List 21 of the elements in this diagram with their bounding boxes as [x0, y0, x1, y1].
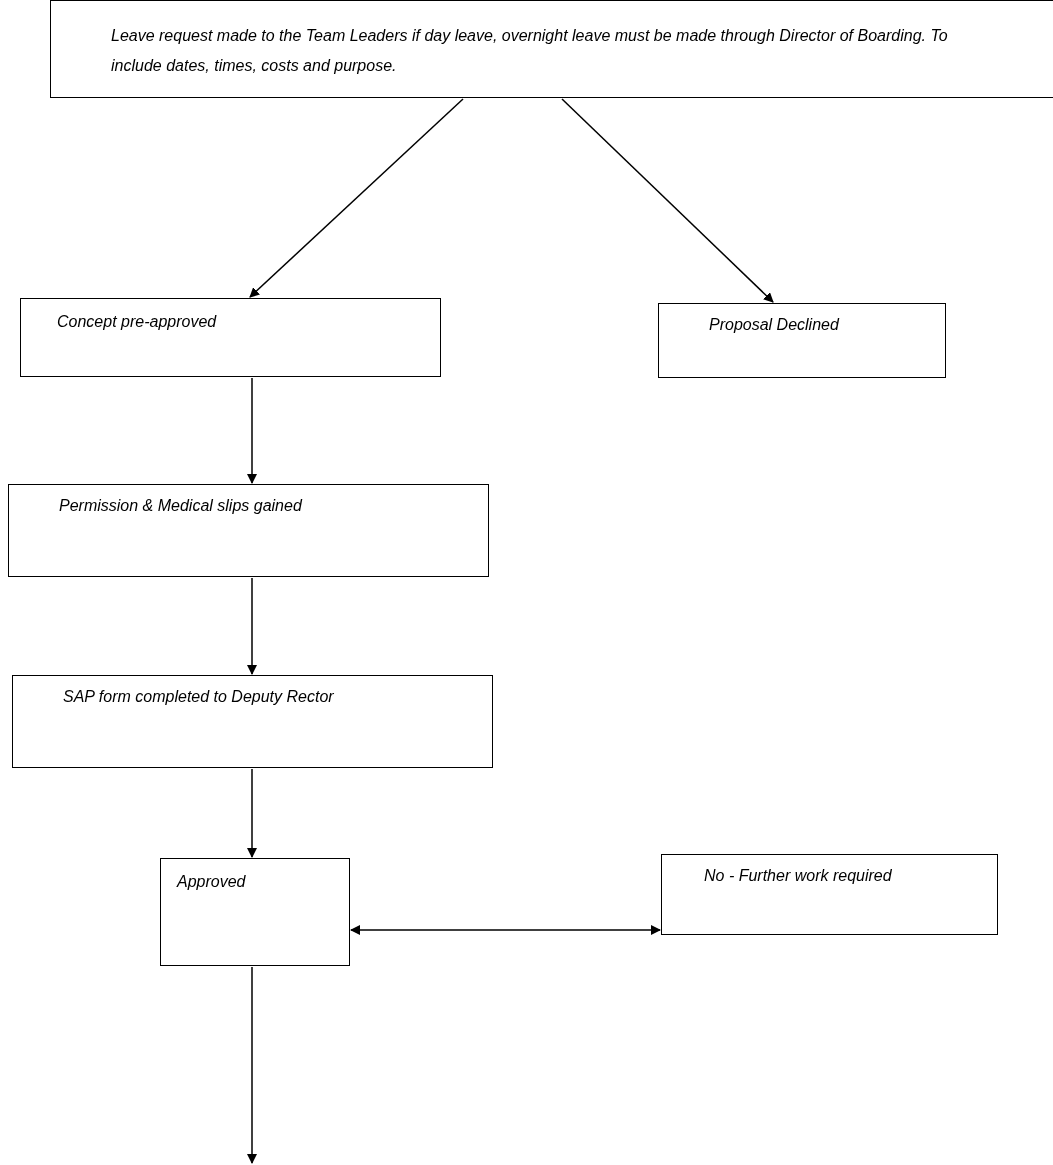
double-arrow: [350, 925, 661, 935]
step-text: Permission & Medical slips gained: [59, 496, 304, 516]
step-text: No - Further work required: [704, 866, 893, 886]
arrow: [247, 577, 257, 675]
process-box: [20, 298, 441, 377]
step-text: SAP form completed to Deputy Rector: [63, 687, 335, 707]
arrow: [247, 966, 257, 1164]
process-box: [658, 303, 946, 378]
process-box: [12, 675, 493, 768]
step-text: Approved: [177, 872, 247, 892]
process-box: [661, 854, 998, 935]
arrow: [249, 98, 464, 298]
arrow: [561, 98, 774, 303]
arrow: [247, 377, 257, 484]
step-text: Concept pre-approved: [57, 312, 218, 332]
process-box: [160, 858, 350, 966]
process-box: [50, 0, 1053, 98]
step-text: Leave request made to the Team Leaders if day leave, overnight leave must be made through Director of Boarding. To include dates, times, costs and purpose.: [111, 26, 949, 76]
step-text: Proposal Declined: [709, 315, 841, 335]
process-box: [8, 484, 489, 577]
arrow: [247, 768, 257, 858]
